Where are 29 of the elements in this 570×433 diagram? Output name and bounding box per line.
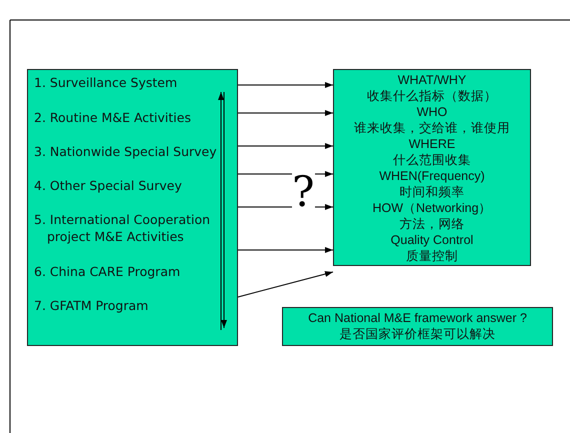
question-text: Can National M&E framework answer ? <box>308 310 527 326</box>
arrow <box>238 82 334 88</box>
list-item: 3. Nationwide Special Survey <box>34 143 217 160</box>
list-item: 1. Surveillance System <box>34 74 178 91</box>
arrow <box>238 271 334 298</box>
list-item: 4. Other Special Survey <box>34 177 182 194</box>
list-item: 5. International Cooperation project M&E Activities <box>34 211 212 245</box>
list-item: 2. Routine M&E Activities <box>34 109 191 126</box>
question-text: WHAT/WHY <box>398 72 466 88</box>
question-text: WHO <box>416 104 448 120</box>
question-text: WHEN(Frequency) <box>379 168 485 184</box>
arrow <box>238 247 334 253</box>
question-box <box>282 307 553 346</box>
question-text: 收集什么指标（数据） <box>367 88 497 104</box>
arrow <box>238 143 334 149</box>
question-text: WHERE <box>408 136 456 152</box>
list-item: 6. China CARE Program <box>34 263 180 280</box>
question-text: 是否国家评价框架可以解决 <box>340 326 496 342</box>
question-text: HOW（Networking） <box>372 200 492 216</box>
question-text: 什么范围收集 <box>393 152 471 168</box>
question-text: 质量控制 <box>406 248 458 264</box>
question-text: 谁来收集，交给谁，谁使用 <box>354 120 510 136</box>
arrow <box>238 110 334 116</box>
question-text: 时间和频率 <box>400 184 464 200</box>
program-list-box <box>27 69 238 346</box>
question-text: 方法，网络 <box>400 216 464 232</box>
list-item: 7. GFATM Program <box>34 297 148 314</box>
question-box <box>333 69 531 266</box>
question-text: Quality Control <box>390 232 474 248</box>
